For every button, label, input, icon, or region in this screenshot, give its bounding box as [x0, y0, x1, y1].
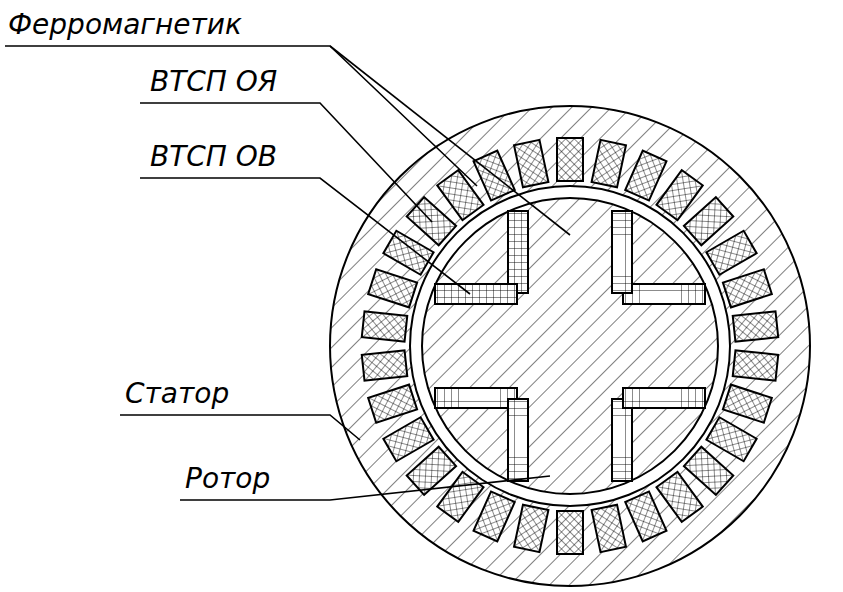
slot [362, 311, 407, 341]
rotor [422, 198, 718, 494]
slot [733, 311, 778, 341]
slot [656, 170, 702, 220]
slot [684, 197, 733, 245]
slot [368, 385, 417, 423]
field-coil [435, 211, 528, 304]
slot [625, 151, 666, 201]
slot [733, 350, 778, 380]
slot [437, 170, 483, 220]
part-label: ВТСП ОЯ [150, 65, 277, 99]
slot [514, 505, 548, 552]
slot [362, 350, 407, 380]
part-label: ВТСП ОВ [150, 140, 277, 174]
slot [723, 385, 772, 423]
rotor-coils [435, 211, 705, 481]
slot [706, 231, 756, 275]
field-coil [612, 211, 705, 304]
field-coil [435, 388, 528, 481]
slot [684, 447, 733, 495]
stator [330, 106, 810, 586]
slot [625, 491, 666, 541]
stator-slots [362, 138, 778, 554]
leader-lines [5, 46, 570, 500]
slot [592, 140, 626, 187]
slot [368, 269, 417, 307]
slot [656, 472, 702, 522]
slot [474, 491, 515, 541]
part-label: Ротор [185, 462, 270, 496]
slot [383, 231, 433, 275]
slot [557, 138, 583, 181]
material-label: Ферромагнетик [8, 8, 242, 42]
slot [706, 417, 756, 461]
slot [437, 472, 483, 522]
slot [723, 269, 772, 307]
part-label: Статор [125, 377, 229, 411]
slot [383, 417, 433, 461]
field-coil [612, 388, 705, 481]
slot [592, 505, 626, 552]
slot [514, 140, 548, 187]
slot [557, 511, 583, 554]
